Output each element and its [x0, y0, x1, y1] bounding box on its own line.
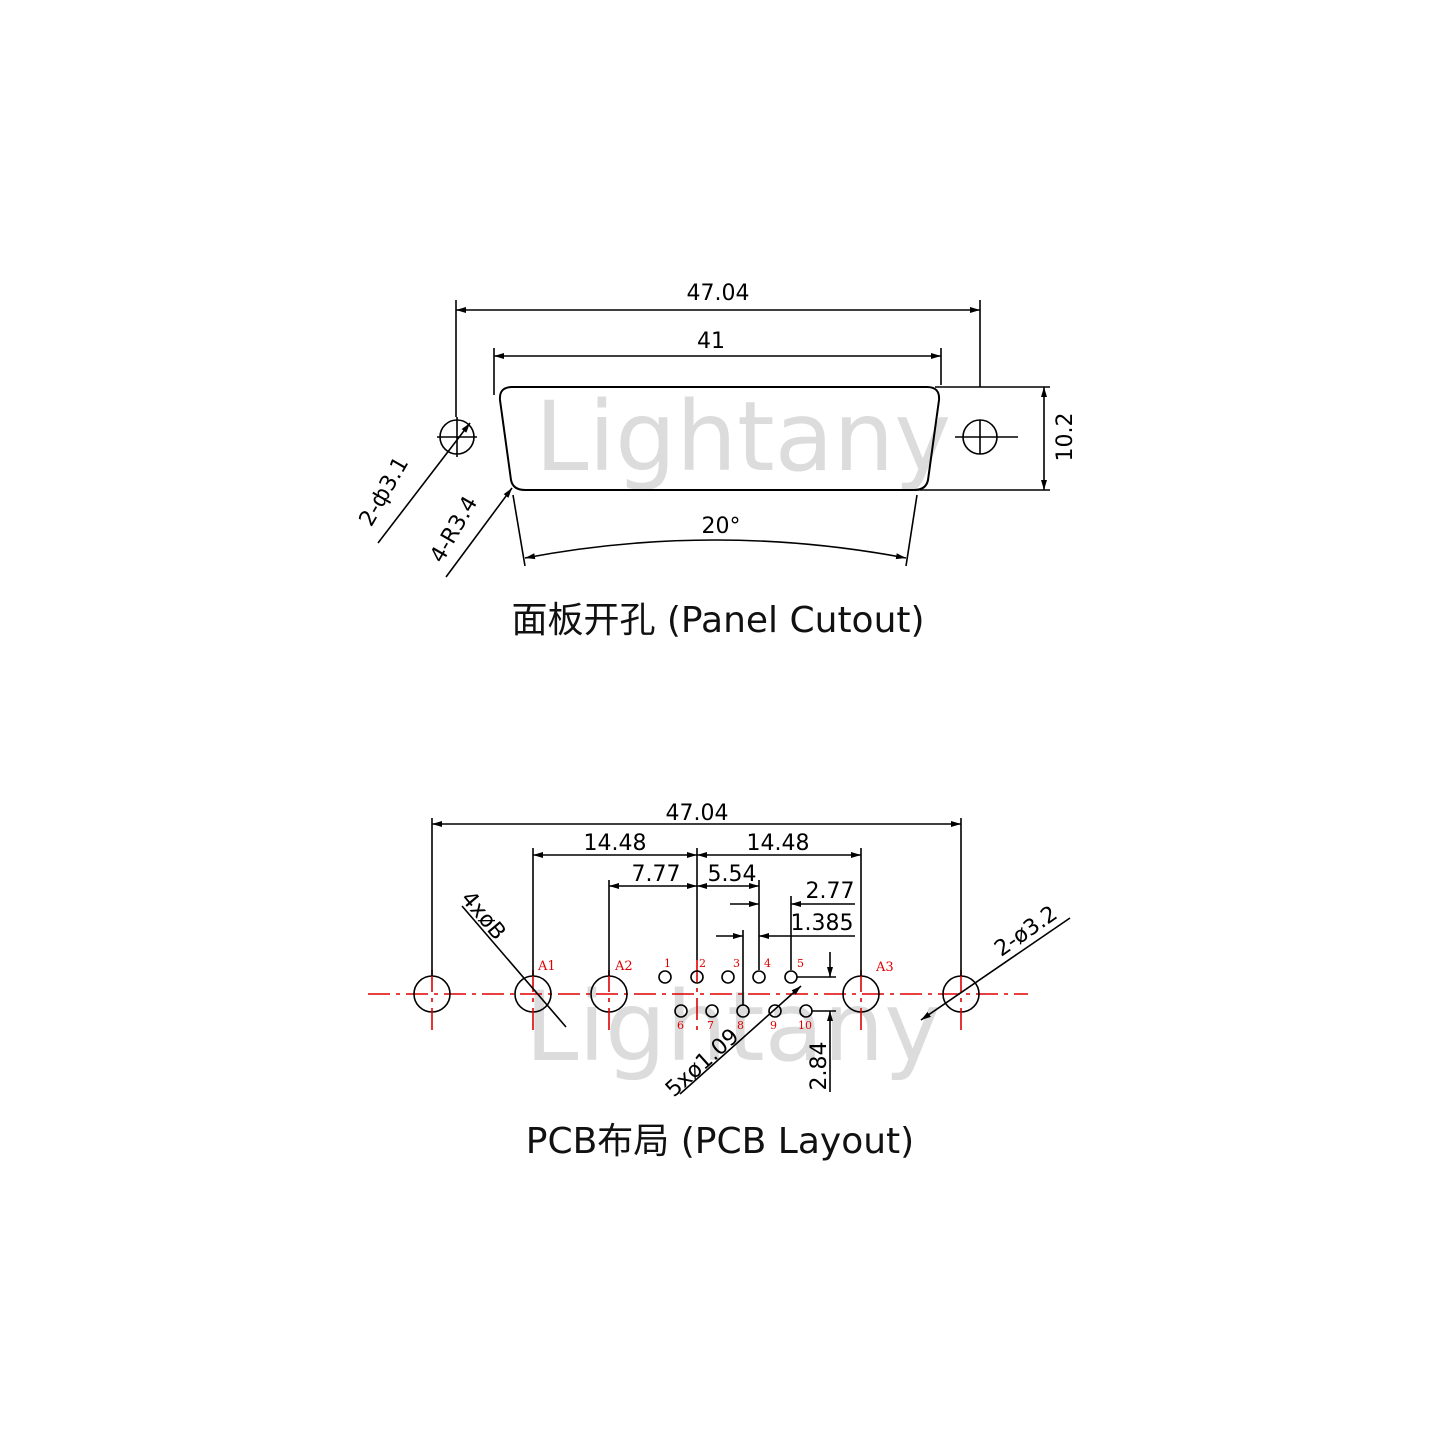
- dim-label: 2-ø3.2: [990, 901, 1062, 962]
- pin-label: A1: [537, 959, 556, 974]
- right-mount-hole: [955, 419, 1018, 455]
- pin-label: 3: [733, 957, 740, 970]
- pin-label: 9: [770, 1019, 777, 1032]
- pin-label: 1: [664, 957, 671, 970]
- dim-label: 10.2: [1053, 413, 1078, 462]
- signal-pins-top: 1 2 3 4 5: [658, 957, 804, 984]
- dim-angle: 20°: [512, 494, 918, 567]
- dim-label: 2.77: [806, 879, 855, 904]
- pin-label: 4: [764, 957, 771, 970]
- leader-corner-radius: 4-R3.4: [425, 487, 513, 578]
- leader-mount-holes: 2-ø3.2: [920, 901, 1071, 1021]
- dim-label: 14.48: [747, 831, 810, 856]
- dim-pcb-overall-width: 47.04: [431, 801, 962, 976]
- dim-shell-width: 41: [493, 329, 942, 395]
- dim-label: 4-R3.4: [425, 492, 483, 567]
- dim-label: 14.48: [584, 831, 647, 856]
- dim-pitch-5-54: 5.54: [697, 862, 760, 970]
- dim-row-spacing: 2.84: [797, 952, 836, 1092]
- dim-label: 41: [697, 329, 725, 354]
- dim-label: 4xøB: [456, 886, 511, 945]
- pin-label: 5: [797, 957, 804, 970]
- panel-cutout-view: Lightany 47.04 41: [355, 281, 1078, 641]
- pcb-layout-title: PCB布局 (PCB Layout): [526, 1121, 914, 1162]
- dim-label: 2-ф3.1: [355, 453, 415, 531]
- dim-right-offset: 14.48: [697, 831, 862, 976]
- pin-label: 6: [677, 1019, 684, 1032]
- panel-cutout-title: 面板开孔 (Panel Cutout): [511, 600, 924, 641]
- dim-label: 47.04: [666, 801, 729, 826]
- dim-a2-offset: 7.77: [608, 862, 697, 976]
- d-shell-outline: [498, 386, 941, 491]
- dim-pitch-2-77: 2.77: [730, 879, 855, 970]
- pin-label: 2: [699, 957, 706, 970]
- mount-hole-right: [942, 970, 980, 1030]
- dim-overall-width: 47.04: [455, 281, 981, 417]
- pcb-layout-view: Lightany A1 A2 A3: [368, 801, 1071, 1162]
- watermark: Lightany: [525, 971, 941, 1083]
- watermark: Lightany: [535, 381, 951, 493]
- pin-label: A3: [875, 960, 894, 975]
- signal-pins-bottom: 6 7 8 9 10: [674, 1004, 813, 1032]
- pin-label: 10: [798, 1019, 812, 1032]
- dim-pitch-1-385: 1.385: [716, 911, 855, 1005]
- dim-label: 7.77: [632, 862, 681, 887]
- mount-hole-left: [413, 970, 451, 1030]
- dim-label: 1.385: [791, 911, 854, 936]
- pin-label: 8: [737, 1019, 744, 1032]
- pin-label: A2: [614, 959, 633, 974]
- pin-label: 7: [707, 1019, 714, 1032]
- dim-label: 47.04: [687, 281, 750, 306]
- dim-label: 20°: [702, 514, 741, 539]
- dim-left-offset: 14.48: [532, 831, 698, 976]
- dim-label: 2.84: [807, 1042, 832, 1091]
- left-mount-hole: [437, 417, 477, 457]
- dim-height: 10.2: [915, 386, 1078, 491]
- dim-label: 5.54: [708, 862, 757, 887]
